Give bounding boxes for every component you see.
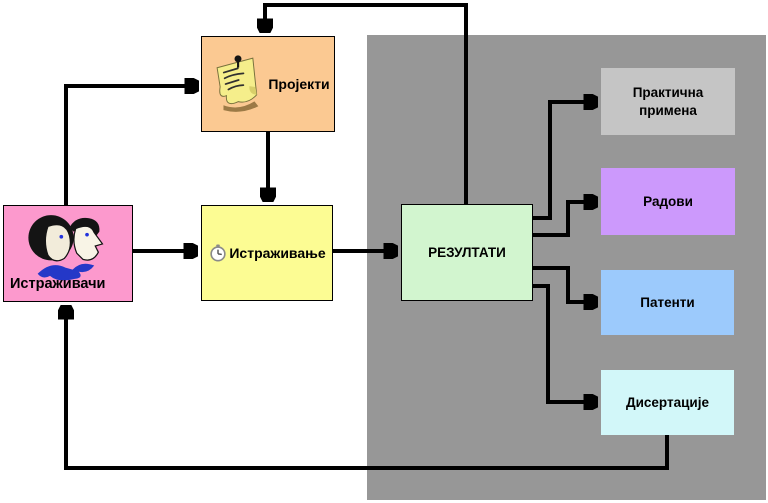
node-label-researchers: Истраживачи	[10, 276, 106, 293]
node-patents[interactable]: Патенти	[601, 270, 734, 335]
node-practical-application[interactable]: Практична примена	[601, 68, 735, 135]
two-people-icon	[28, 215, 104, 281]
node-label-research: Истраживање	[229, 244, 326, 261]
node-label-papers: Радови	[643, 193, 693, 209]
node-label-dissertations: Дисертације	[626, 394, 709, 410]
node-papers[interactable]: Радови	[601, 168, 735, 235]
node-label-patents: Патенти	[640, 294, 695, 310]
node-label-projects: Пројекти	[268, 75, 330, 92]
clock-icon	[210, 244, 226, 262]
node-research[interactable]: Истраживање	[201, 205, 333, 301]
node-dissertations[interactable]: Дисертације	[601, 370, 734, 435]
sticky-note-icon	[216, 55, 259, 112]
node-projects[interactable]: Пројекти	[201, 36, 335, 132]
node-researchers[interactable]: Истраживачи	[3, 205, 133, 302]
node-label-practical-application: Практична примена	[632, 84, 704, 118]
node-results[interactable]: РЕЗУЛТАТИ	[401, 204, 533, 301]
node-label-results: РЕЗУЛТАТИ	[428, 244, 506, 260]
edge-researchers-to-projects	[64, 86, 198, 205]
